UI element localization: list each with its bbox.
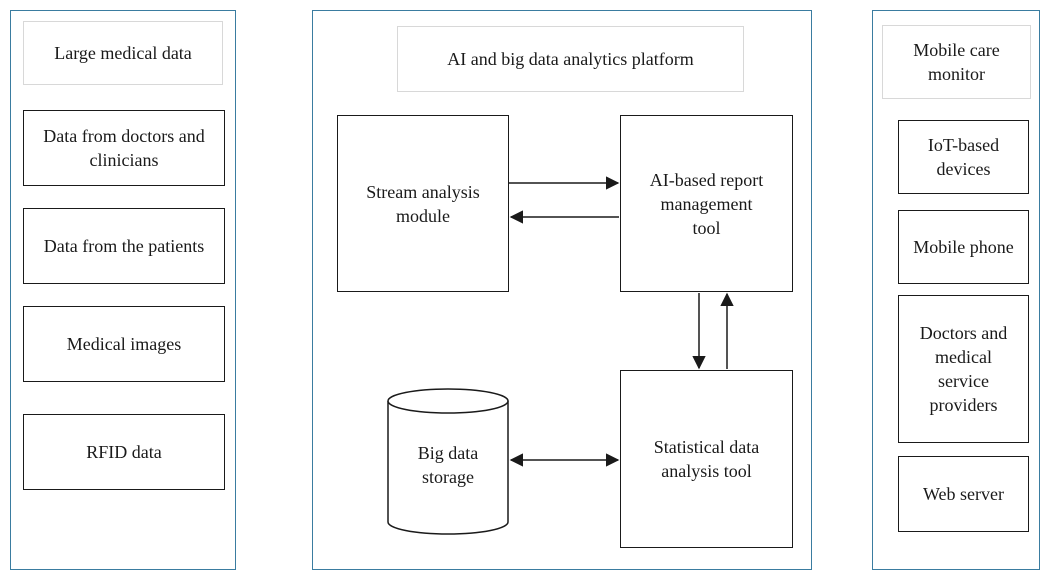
right-panel-title: Mobile care monitor [882, 25, 1031, 99]
source-doctors-clinicians: Data from doctors and clinicians [23, 110, 225, 186]
iot-devices-label: IoT-based devices [927, 135, 1000, 179]
source-patients: Data from the patients [23, 208, 225, 284]
source-doctors-clinicians-label: Data from doctors and clinicians [43, 126, 205, 170]
statistical-analysis-tool-label: Statistical data analysis tool [653, 437, 760, 481]
source-medical-images-label: Medical images [66, 334, 182, 354]
statistical-analysis-tool: Statistical data analysis tool [620, 370, 793, 548]
stream-analysis-module: Stream analysis module [337, 115, 509, 292]
source-rfid-label: RFID data [86, 442, 162, 462]
big-data-storage: Big data storage [388, 420, 508, 510]
mobile-phone: Mobile phone [898, 210, 1029, 284]
web-server: Web server [898, 456, 1029, 532]
source-rfid: RFID data [23, 414, 225, 490]
center-panel-title: AI and big data analytics platform [397, 26, 744, 92]
source-medical-images: Medical images [23, 306, 225, 382]
big-data-storage-label: Big data storage [417, 443, 479, 487]
stream-analysis-module-label: Stream analysis module [366, 181, 480, 226]
doctors-service-providers-label: Doctors and medical service providers [919, 323, 1008, 415]
ai-report-management-tool: AI-based report management tool [620, 115, 793, 292]
left-panel-title: Large medical data [23, 21, 223, 85]
ai-report-management-tool-label: AI-based report management tool [649, 169, 764, 238]
mobile-phone-label: Mobile phone [913, 237, 1014, 257]
web-server-label: Web server [922, 484, 1004, 504]
storage-cylinder-icon [387, 388, 509, 535]
doctors-service-providers: Doctors and medical service providers [898, 295, 1029, 443]
source-patients-label: Data from the patients [43, 236, 205, 256]
iot-devices: IoT-based devices [898, 120, 1029, 194]
diagram-connectors [387, 176, 734, 535]
